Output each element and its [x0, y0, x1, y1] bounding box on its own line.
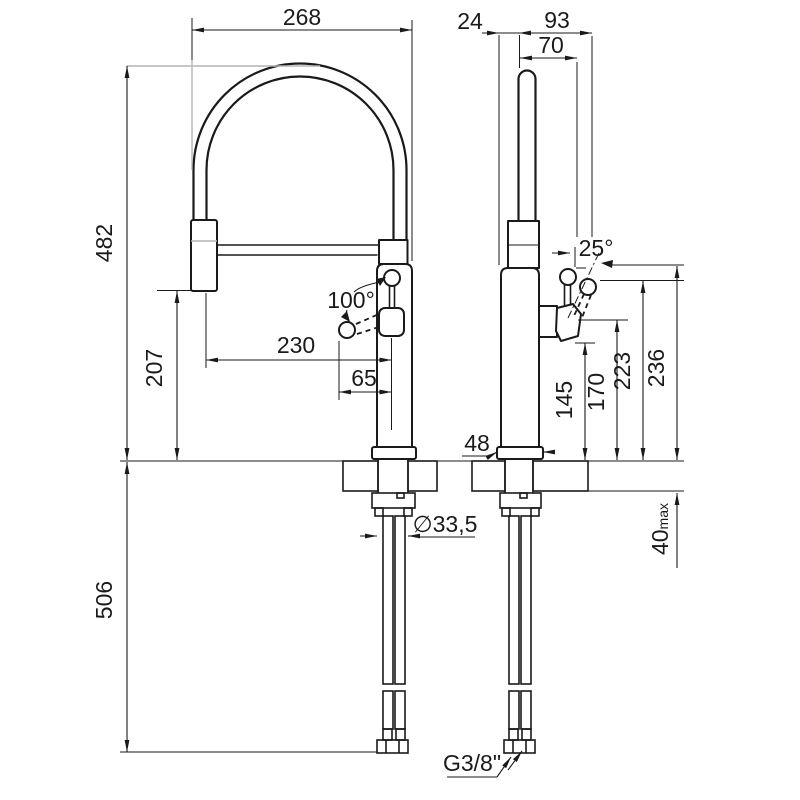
counter-hatch-front-right — [407, 460, 438, 492]
counter-hatch-front-left — [342, 460, 379, 492]
counter-hatch-side-right — [532, 460, 589, 492]
base-flange-front — [371, 446, 417, 460]
dim-diameter-label: ∅33,5 — [413, 511, 478, 537]
dimension-207: 207 — [141, 290, 191, 460]
dim-236-label: 236 — [643, 349, 669, 387]
lever-ball-front — [383, 269, 401, 287]
lever-ball-swivelled — [338, 321, 356, 339]
dimension-hole-diameter: ∅33,5 — [360, 511, 478, 539]
dimension-25deg: 25° — [552, 235, 684, 344]
dim-40max-label: 40max — [647, 503, 673, 555]
side-view — [496, 69, 600, 754]
dim-70-label: 70 — [538, 32, 564, 58]
dimension-100deg: 100° — [327, 277, 386, 322]
flex-hoses-side — [503, 515, 536, 754]
dim-24-label: 24 — [457, 8, 483, 34]
lever-stem-swivelled — [355, 313, 380, 335]
shank-side — [504, 459, 534, 493]
lever-stem-tilted — [573, 293, 592, 321]
support-arm — [217, 244, 379, 256]
countertop-section — [120, 460, 684, 492]
lever-stem-side — [563, 285, 572, 306]
mounting-nut-front — [371, 492, 416, 509]
dim-93-label: 93 — [544, 7, 570, 33]
nut-notch-front — [396, 492, 405, 499]
handle-mount-side — [538, 305, 558, 338]
nut-tab-side-right — [530, 507, 540, 517]
dim-thread-label: G3/8" — [443, 750, 501, 776]
dim-223-label: 223 — [609, 352, 635, 390]
handle-body-side — [555, 303, 582, 342]
lever-ball-side — [559, 268, 577, 286]
dimension-506: 506 — [91, 462, 377, 753]
counter-hatch-side-left — [471, 460, 506, 492]
lever-tilt-axis — [567, 252, 600, 319]
dimension-223: 223 — [609, 281, 646, 460]
dimension-236: 236 — [643, 266, 680, 460]
dimension-93: 93 — [519, 7, 593, 237]
dim-65-label: 65 — [351, 365, 377, 391]
faucet-body-side — [500, 267, 540, 448]
dim-100deg-label: 100° — [327, 287, 375, 313]
dimension-48: 48 — [462, 430, 555, 461]
dim-25deg-label: 25° — [579, 235, 614, 261]
dimension-268: 268 — [191, 4, 413, 261]
dimension-24: 24 — [457, 8, 519, 265]
dimension-482: 482 — [91, 65, 320, 460]
dim-48-label: 48 — [464, 430, 490, 456]
spout-right-tube — [392, 168, 408, 242]
dimension-thread: G3/8" — [443, 750, 523, 778]
dim-170-label: 170 — [583, 373, 609, 411]
nut-tab-side-left — [501, 507, 511, 517]
dim-482-label: 482 — [91, 224, 117, 262]
flex-hoses-front — [376, 515, 409, 754]
dimension-170: 170 — [583, 320, 620, 460]
hose-hex-nut-front — [376, 739, 409, 754]
dim-506-label: 506 — [91, 581, 117, 619]
hose-hex-nut-side — [503, 739, 536, 754]
spout-hose-outer-arc — [192, 62, 408, 172]
front-view — [190, 62, 417, 754]
nut-tab-front-right — [403, 507, 413, 517]
nut-tab-front-left — [374, 507, 384, 517]
dimension-65: 65 — [338, 341, 392, 400]
dim-268-label: 268 — [283, 4, 321, 30]
spray-hose-left-tube — [192, 168, 208, 222]
base-flange-side — [496, 446, 544, 460]
dimension-40max: 40max — [647, 493, 680, 568]
spout-tube-side — [517, 69, 537, 224]
dimension-145: 145 — [551, 343, 588, 460]
nut-notch-side — [519, 492, 528, 499]
lever-stem-front — [388, 286, 396, 308]
spray-head — [190, 219, 218, 292]
lever-ball-tilted — [579, 278, 597, 296]
dim-145-label: 145 — [551, 381, 577, 419]
shank-front — [377, 459, 409, 493]
spout-hose-inner-arc — [205, 75, 395, 172]
dim-230-label: 230 — [277, 332, 315, 358]
body-collar-front — [378, 239, 409, 265]
lever-knob-front — [378, 307, 405, 337]
dimension-70: 70 — [520, 32, 578, 237]
dim-207-label: 207 — [141, 349, 167, 387]
dimension-230: 230 — [205, 293, 392, 430]
